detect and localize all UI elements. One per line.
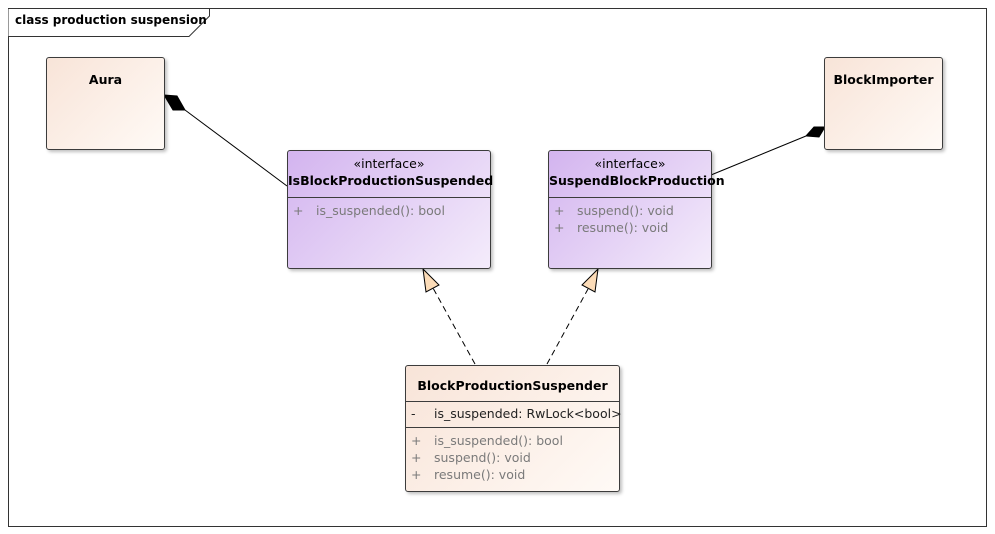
operation-row: + is_suspended(): bool — [288, 202, 490, 219]
interface-is-block-production-suspended[interactable]: «interface» IsBlockProductionSuspended +… — [287, 150, 494, 269]
visibility-marker: + — [411, 467, 422, 482]
operations-compartment: + is_suspended(): bool + suspend(): void… — [406, 427, 619, 487]
operation-signature: is_suspended(): bool — [316, 203, 445, 218]
realization-line-suspend — [546, 288, 589, 365]
class-name: IsBlockProductionSuspended — [288, 173, 494, 188]
operation-signature: resume(): void — [577, 220, 669, 235]
attribute-signature: is_suspended: RwLock<bool> — [434, 406, 622, 421]
operations-compartment: + suspend(): void + resume(): void — [549, 197, 711, 240]
operation-row: + suspend(): void — [549, 202, 711, 219]
operation-row: + resume(): void — [549, 219, 711, 236]
operation-signature: suspend(): void — [434, 450, 531, 465]
stereotype-label: «interface» — [594, 156, 666, 171]
operations-compartment: + is_suspended(): bool — [288, 197, 490, 223]
diagram-frame — [8, 8, 987, 527]
class-name: BlockProductionSuspender — [417, 378, 608, 393]
operation-row: + is_suspended(): bool — [406, 432, 619, 449]
attributes-compartment: - is_suspended: RwLock<bool> — [406, 401, 622, 427]
operation-signature: resume(): void — [434, 467, 526, 482]
visibility-marker: + — [293, 203, 304, 218]
realization-arrowhead-is-suspended — [422, 267, 440, 293]
composition-diamond-aura — [163, 94, 186, 111]
realization-line-is-suspended — [432, 287, 476, 365]
realization-arrowhead-suspend — [581, 267, 599, 293]
class-aura[interactable]: Aura — [46, 57, 165, 150]
attribute-row: - is_suspended: RwLock<bool> — [406, 405, 622, 422]
operation-signature: is_suspended(): bool — [434, 433, 563, 448]
class-block-production-suspender[interactable]: BlockProductionSuspender - is_suspended:… — [405, 365, 622, 492]
composition-line-aura — [184, 109, 288, 187]
operation-signature: suspend(): void — [577, 203, 674, 218]
operation-row: + suspend(): void — [406, 449, 619, 466]
frame-tab — [8, 8, 210, 37]
class-name: Aura — [88, 72, 123, 87]
visibility-marker: + — [411, 433, 422, 448]
composition-line-blockimporter — [710, 135, 807, 176]
stereotype-label: «interface» — [353, 156, 425, 171]
class-name: BlockImporter — [833, 72, 934, 87]
composition-diamond-blockimporter — [804, 126, 826, 138]
interface-suspend-block-production[interactable]: «interface» SuspendBlockProduction + sus… — [548, 150, 725, 269]
visibility-marker: - — [411, 406, 416, 421]
class-block-importer[interactable]: BlockImporter — [824, 57, 943, 150]
visibility-marker: + — [554, 203, 565, 218]
visibility-marker: + — [411, 450, 422, 465]
diagram-title: class production suspension — [15, 13, 207, 27]
visibility-marker: + — [554, 220, 565, 235]
class-name: SuspendBlockProduction — [549, 173, 725, 188]
operation-row: + resume(): void — [406, 466, 619, 483]
